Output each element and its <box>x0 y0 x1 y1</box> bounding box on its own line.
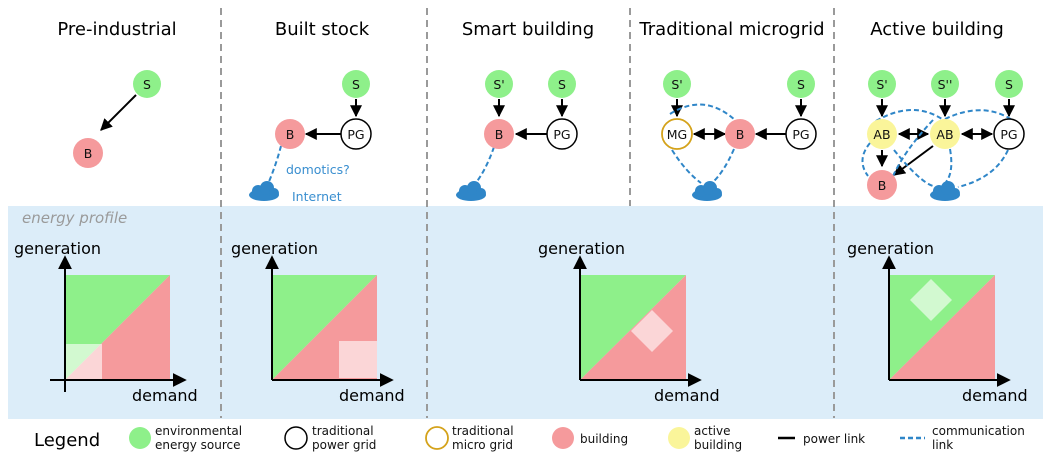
legend-building-swatch <box>552 427 574 449</box>
source-prime-node <box>485 70 513 98</box>
source-node-label: S <box>1005 77 1013 92</box>
source-node-label: S <box>143 77 151 92</box>
legend-microgrid-swatch <box>425 426 449 450</box>
legend: Legend environmental energy source tradi… <box>34 424 1025 452</box>
cloud-icon <box>249 181 279 201</box>
title-traditional-microgrid: Traditional microgrid <box>638 19 824 40</box>
title-active-building: Active building <box>870 19 1004 40</box>
source-node-label: S <box>797 77 805 92</box>
active-building-label-1: AB <box>873 127 890 142</box>
legend-communication-link-line2: link <box>932 438 953 452</box>
legend-active-building-swatch <box>668 427 690 449</box>
profile-chart-active-building: generation demand <box>847 239 1028 405</box>
title-smart-building: Smart building <box>462 19 594 40</box>
internet-label: Internet <box>292 189 342 204</box>
x-axis-label: demand <box>132 386 198 405</box>
source-node-label: S <box>352 77 360 92</box>
legend-source-line2: energy source <box>155 438 240 452</box>
energy-profile-label: energy profile <box>22 209 127 227</box>
building-node <box>73 138 103 168</box>
legend-microgrid-line1: traditional <box>452 424 514 438</box>
power-grid-node-label: PG <box>347 127 364 142</box>
cloud-icon <box>456 181 486 201</box>
legend-title: Legend <box>34 430 100 451</box>
source-prime-label: S' <box>671 77 682 92</box>
power-grid-node <box>340 118 372 150</box>
building-node <box>867 170 897 200</box>
source-prime-label: S' <box>876 77 887 92</box>
source-node <box>342 70 370 98</box>
source-node <box>548 70 576 98</box>
y-axis-label: generation <box>231 239 318 258</box>
active-building-label-2: AB <box>936 127 953 142</box>
source-node <box>787 70 815 98</box>
source-node-label: S <box>558 77 566 92</box>
profile-chart-smart-microgrid: generation demand <box>538 239 720 405</box>
legend-microgrid-line2: micro grid <box>452 438 513 452</box>
x-axis-label: demand <box>654 386 720 405</box>
legend-source-line1: environmental <box>155 424 242 438</box>
profile-chart-pre-industrial: generation demand <box>14 239 198 405</box>
power-grid-node-label: PG <box>792 127 809 142</box>
source-node <box>133 70 161 98</box>
building-node-label: B <box>878 178 887 193</box>
legend-power-grid-line2: power grid <box>312 438 376 452</box>
microgrid-node-label: MG <box>667 127 687 142</box>
y-axis-label: generation <box>14 239 101 258</box>
legend-source-swatch <box>129 427 151 449</box>
active-building-node-1 <box>867 119 897 149</box>
building-node <box>725 119 755 149</box>
legend-power-grid-line1: traditional <box>312 424 374 438</box>
active-building-node-2 <box>930 119 960 149</box>
y-axis-label: generation <box>847 239 934 258</box>
source-node <box>995 70 1023 98</box>
x-axis-label: demand <box>339 386 405 405</box>
power-grid-node-label: PG <box>1000 127 1017 142</box>
legend-building-label: building <box>580 432 628 446</box>
y-axis-label: generation <box>538 239 625 258</box>
graph-active-building: S' S'' S AB AB PG B <box>861 70 1025 201</box>
legend-communication-link-line1: communication <box>932 424 1025 438</box>
title-pre-industrial: Pre-industrial <box>57 19 176 40</box>
graph-built-stock: S PG B domotics? Internet <box>249 70 372 204</box>
power-grid-node <box>993 118 1025 150</box>
building-node-label: B <box>84 146 93 161</box>
microgrid-node <box>661 118 693 150</box>
graph-pre-industrial: S B <box>73 70 161 168</box>
title-built-stock: Built stock <box>275 19 370 40</box>
power-grid-node <box>546 118 578 150</box>
building-node <box>275 119 305 149</box>
legend-active-building-line2: building <box>694 438 742 452</box>
graph-smart-building: S' S PG B <box>456 70 578 201</box>
legend-active-building-line1: active <box>694 424 730 438</box>
legend-power-link-label: power link <box>803 432 865 446</box>
cloud-icon <box>930 181 960 201</box>
power-grid-node-label: PG <box>553 127 570 142</box>
building-node-label: B <box>495 127 504 142</box>
graph-traditional-microgrid: S' S MG B PG <box>661 70 817 201</box>
cloud-icon <box>692 181 722 201</box>
building-node-label: B <box>736 127 745 142</box>
source-prime-node <box>663 70 691 98</box>
source-double-prime-label: S'' <box>938 77 953 92</box>
x-axis-label: demand <box>962 386 1028 405</box>
source-prime-node <box>868 70 896 98</box>
power-grid-node <box>785 118 817 150</box>
building-node <box>484 119 514 149</box>
source-double-prime-node <box>931 70 959 98</box>
profile-chart-built-stock: generation demand <box>231 239 405 405</box>
source-prime-label: S' <box>493 77 504 92</box>
domotics-label: domotics? <box>286 162 350 177</box>
building-node-label: B <box>286 127 295 142</box>
legend-power-grid-swatch <box>284 426 308 450</box>
